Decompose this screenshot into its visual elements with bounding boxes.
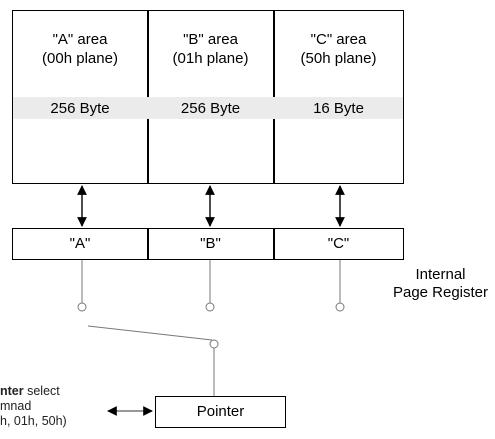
register-cell-a: "A"	[69, 235, 91, 252]
contact-b	[205, 302, 215, 312]
register-cell-b: "B"	[200, 235, 221, 252]
pointer-box	[155, 396, 286, 428]
area-a-title-line2: (00h plane)	[42, 50, 118, 67]
pointer-note-rest: select	[23, 384, 60, 398]
selector-pivot	[209, 339, 219, 349]
contact-a	[77, 302, 87, 312]
area-a-title-line1: "A" area	[52, 31, 108, 48]
register-cell-c: "C"	[327, 235, 350, 252]
area-b-title: "B" area (01h plane)	[148, 30, 273, 68]
pointer-label: Pointer	[196, 403, 245, 420]
register-divider-1	[147, 228, 149, 260]
area-c-size: 16 Byte	[274, 100, 403, 118]
register-divider-2	[273, 228, 275, 260]
area-c-title-line2: (50h plane)	[300, 50, 377, 67]
pointer-note-bold: nter	[0, 384, 24, 398]
selector-arm	[87, 325, 213, 341]
area-b-title-line1: "B" area	[183, 31, 238, 48]
pointer-note-line2: mnad	[0, 399, 32, 413]
register-label-line2: Page Register	[392, 284, 489, 301]
area-c-title: "C" area (50h plane)	[274, 30, 403, 68]
internal-page-register-label: Internal Page Register	[388, 266, 493, 302]
pointer-note-line3: h, 01h, 50h)	[0, 414, 67, 428]
area-c-title-line1: "C" area	[310, 31, 367, 48]
page-register-block	[12, 228, 404, 260]
area-a-title: "A" area (00h plane)	[13, 30, 147, 68]
area-b-size: 256 Byte	[148, 100, 273, 118]
register-label-line1: Internal	[415, 266, 466, 283]
area-b-title-line2: (01h plane)	[172, 50, 249, 67]
pointer-select-command-note: nter select mnad h, 01h, 50h)	[0, 384, 110, 429]
contact-c	[335, 302, 345, 312]
area-a-size: 256 Byte	[13, 100, 147, 118]
